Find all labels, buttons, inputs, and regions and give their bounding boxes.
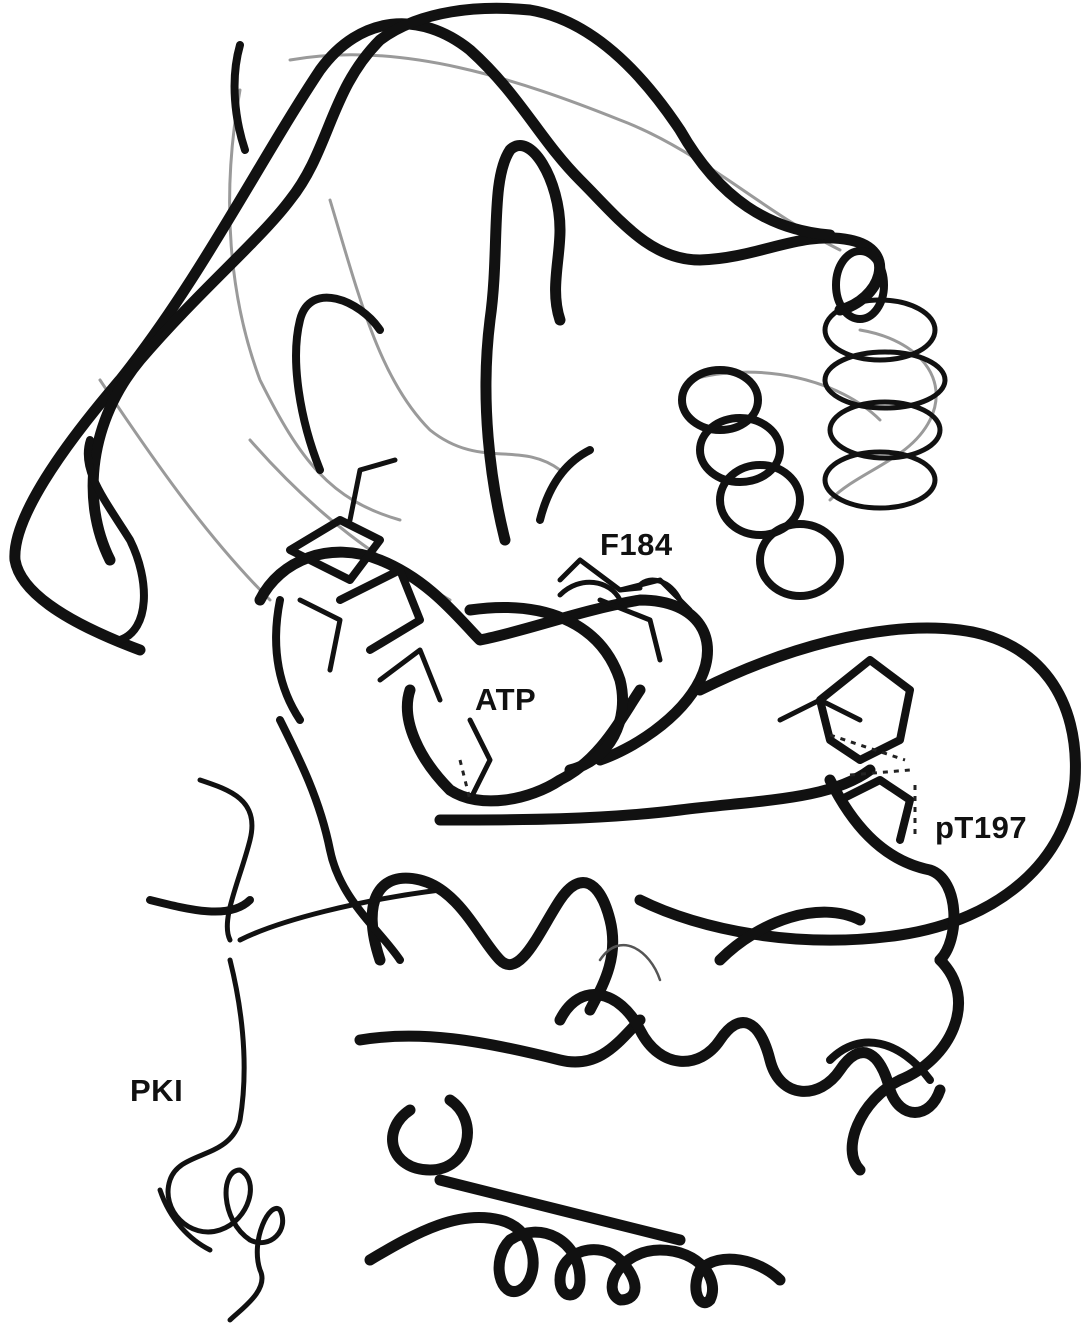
faint-backbone-strands [100,55,936,600]
pki-label: PKI [130,1073,183,1109]
atp-label: ATP [475,682,536,718]
pt197-label: pT197 [935,810,1027,846]
f184-label: F184 [600,527,673,563]
alpha-helix-upper-right [682,251,945,596]
n-lobe-backbone [15,8,880,650]
active-site-backbone [260,460,870,820]
